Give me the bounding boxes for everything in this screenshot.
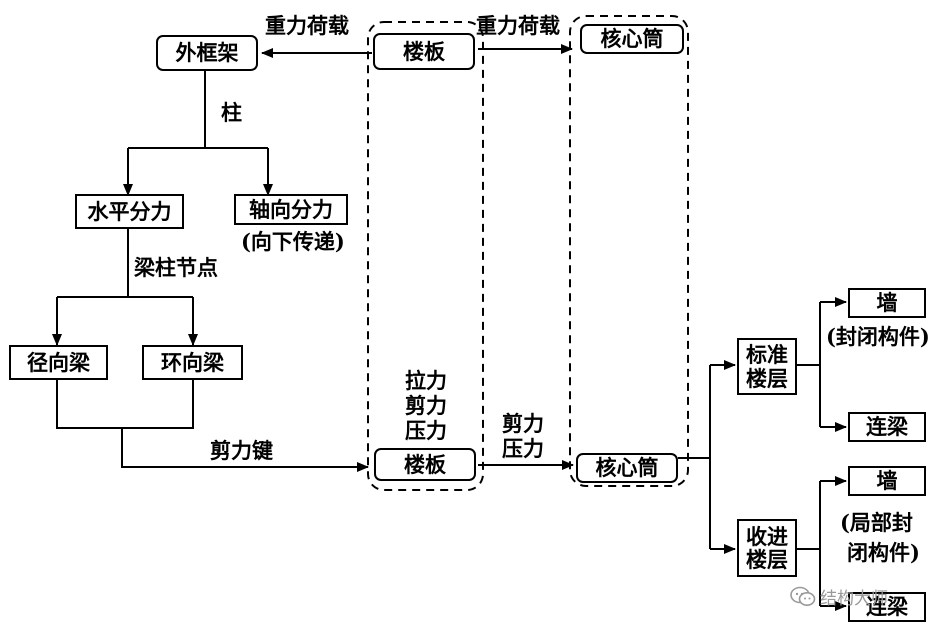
core-top-node: 核心筒	[580, 24, 684, 54]
standard-floor-line-1: 标准	[746, 342, 788, 368]
slab-tension-label: 拉力	[405, 368, 447, 393]
wechat-icon	[790, 586, 816, 606]
setback-floor-node: 收进 楼层	[737, 519, 797, 577]
line-beams-merge	[56, 380, 194, 429]
arrow-shear-key	[121, 428, 369, 472]
wall-2-note-line-2: 闭构件)	[847, 540, 920, 565]
outer-frame-node: 外框架	[156, 35, 258, 71]
core-shear-label: 剪力	[502, 411, 544, 436]
standard-floor-line-2: 楼层	[746, 365, 788, 391]
column-label: 柱	[221, 100, 242, 125]
wall-1-note: (封闭构件)	[826, 324, 930, 349]
radial-beam-node: 径向梁	[9, 345, 108, 380]
coupling-beam-1-node: 连梁	[848, 412, 926, 442]
core-compression-label: 压力	[502, 436, 544, 461]
beam-column-joint-label: 梁柱节点	[134, 255, 218, 280]
floor-group-frame	[367, 21, 484, 491]
standard-floor-node: 标准 楼层	[737, 338, 797, 395]
ring-beam-node: 环向梁	[142, 345, 243, 380]
core-group-frame	[569, 15, 689, 487]
horizontal-force-node: 水平分力	[75, 194, 184, 229]
coupling-beam-2-node: 连梁	[848, 592, 926, 622]
floor-bottom-node: 楼板	[374, 448, 476, 481]
core-bottom-node: 核心筒	[576, 453, 678, 483]
setback-floor-line-1: 收进	[746, 523, 788, 549]
shear-key-label: 剪力键	[210, 438, 273, 463]
watermark: 结构大师	[790, 584, 888, 609]
slab-shear-label: 剪力	[405, 393, 447, 418]
gravity-load-right-label: 重力荷载	[476, 13, 560, 38]
wall-2-note-line-1: (局部封	[840, 510, 913, 535]
wall-1-node: 墙	[848, 288, 926, 318]
axial-force-note: (向下传递)	[241, 229, 345, 254]
watermark-text: 结构大师	[820, 589, 888, 609]
wall-2-node: 墙	[848, 466, 926, 496]
setback-floor-line-2: 楼层	[746, 547, 788, 572]
axial-force-node: 轴向分力	[234, 194, 348, 225]
gravity-load-left-label: 重力荷载	[265, 13, 349, 38]
slab-compression-label: 压力	[405, 418, 447, 443]
floor-top-node: 楼板	[373, 33, 475, 70]
